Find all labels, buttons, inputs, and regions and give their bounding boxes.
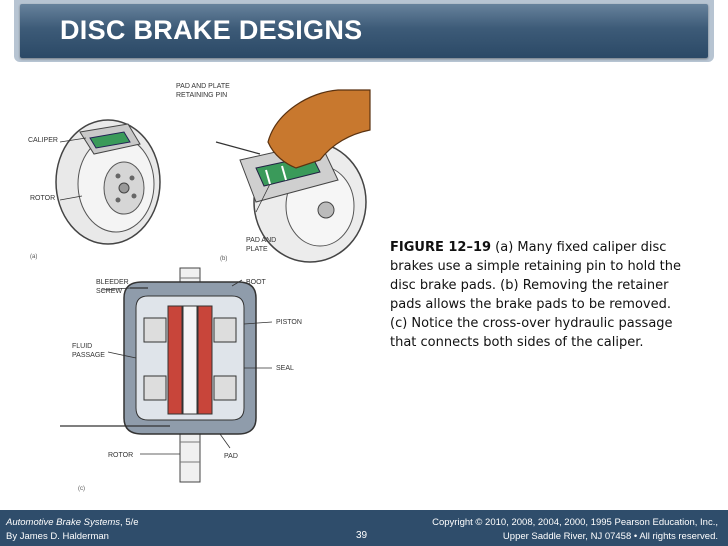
figure-caption: FIGURE 12–19 (a) Many fixed caliper disc…: [390, 238, 690, 352]
title-bar: DISC BRAKE DESIGNS: [20, 4, 708, 58]
footer-bar: Automotive Brake Systems, 5/e By James D…: [0, 510, 728, 546]
label-caliper: CALIPER: [28, 137, 58, 144]
label-b: (b): [220, 256, 227, 262]
label-rotor-a: ROTOR: [30, 195, 55, 202]
label-pin: PAD AND PLATE: [176, 83, 230, 90]
footer-edition: , 5/e: [120, 517, 139, 528]
diagram-c: [60, 267, 273, 483]
page-number: 39: [356, 530, 368, 541]
label-pin-2: RETAINING PIN: [176, 92, 227, 99]
label-rotor-c: ROTOR: [108, 452, 133, 459]
brake-diagram: CALIPER ROTOR PAD AND PLATE RETAINING PI…: [28, 83, 371, 492]
caption-figure-number: FIGURE 12–19: [390, 240, 492, 255]
diagram-a: [55, 119, 161, 245]
label-piston: PISTON: [276, 319, 302, 326]
label-boot: BOOT: [246, 279, 267, 286]
slide-title: DISC BRAKE DESIGNS: [60, 15, 363, 45]
label-seal: SEAL: [276, 365, 294, 372]
caption-text: (a) Many fixed caliper disc brakes use a…: [390, 240, 681, 350]
label-c: (c): [78, 486, 85, 492]
label-bleeder-2: SCREW: [96, 288, 122, 295]
footer-book-info: Automotive Brake Systems, 5/e By James D…: [6, 516, 139, 544]
copyright-line-2: Upper Saddle River, NJ 07458 • All right…: [502, 531, 718, 542]
footer-author: By James D. Halderman: [6, 531, 109, 542]
label-fluid-2: PASSAGE: [72, 352, 105, 359]
footer-copyright: Copyright © 2010, 2008, 2004, 2000, 1995…: [432, 516, 718, 544]
label-bleeder: BLEEDER: [96, 279, 129, 286]
label-fluid: FLUID: [72, 343, 92, 350]
label-pad-plate-2: PLATE: [246, 246, 268, 253]
label-a: (a): [30, 254, 37, 260]
figure-illustration: CALIPER ROTOR PAD AND PLATE RETAINING PI…: [20, 72, 380, 504]
diagram-b: [215, 89, 371, 263]
label-pad: PAD: [224, 453, 238, 460]
footer-book-title: Automotive Brake Systems: [6, 517, 121, 528]
label-pad-plate: PAD AND: [246, 237, 276, 244]
copyright-line-1: Copyright © 2010, 2008, 2004, 2000, 1995…: [432, 517, 718, 528]
